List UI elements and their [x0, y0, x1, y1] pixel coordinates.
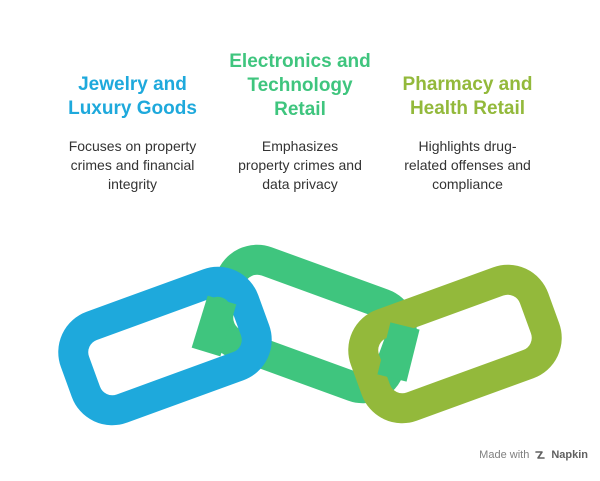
made-with-footer: Made with Napkin: [479, 449, 588, 461]
column-title: Electronics and Technology Retail: [229, 51, 371, 120]
chain-link-green-overlap-right: [377, 322, 420, 382]
column-description: Emphasizes property crimes and data priv…: [238, 138, 362, 192]
column-description: Highlights drug- related offenses and co…: [404, 138, 531, 192]
column-electronics: Electronics and Technology Retail Emphas…: [215, 0, 385, 194]
napkin-logo-icon: [535, 451, 546, 459]
column-title: Pharmacy and Health Retail: [402, 74, 533, 119]
chain-link-blue: [58, 266, 272, 426]
napkin-brand-label: Napkin: [551, 449, 588, 461]
column-title: Jewelry and Luxury Goods: [68, 74, 197, 119]
column-description: Focuses on property crimes and financial…: [68, 138, 197, 192]
column-pharmacy: Pharmacy and Health Retail Highlights dr…: [380, 0, 555, 194]
chain-link-lime: [348, 264, 562, 424]
made-with-label: Made with: [479, 449, 530, 461]
chain-link-green-overlap: [191, 295, 237, 357]
column-jewelry: Jewelry and Luxury Goods Focuses on prop…: [45, 0, 220, 194]
